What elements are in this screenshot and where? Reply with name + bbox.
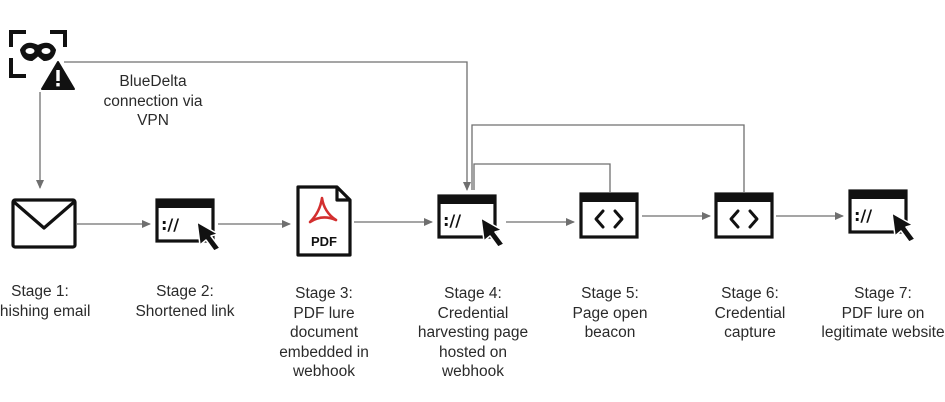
connectors [36, 61, 844, 228]
link-stage6-to-stage4 [471, 124, 745, 192]
stage-6-label: Stage 6: Credential capture [714, 285, 786, 341]
svg-text:://: :// [854, 206, 872, 225]
browser-link-cursor-icon: :// [848, 189, 916, 243]
pdf-icon-text: PDF [311, 234, 337, 249]
stage-7-label: Stage 7: PDF lure on legitimate website [821, 285, 945, 341]
actor-label: BlueDelta connection via VPN [103, 73, 203, 129]
stage-3-label: Stage 3: PDF lure document embedded in w… [279, 285, 369, 380]
svg-text:://: :// [161, 215, 179, 234]
browser-code-icon [714, 192, 774, 239]
browser-link-cursor-icon: :// [437, 194, 505, 248]
arrow-actor-to-stage4 [64, 61, 471, 191]
stage-5-label: Stage 5: Page open beacon [572, 285, 648, 341]
masked-actor-warning-icon [9, 30, 75, 90]
browser-code-icon [579, 192, 639, 239]
pdf-document-icon: PDF [296, 185, 352, 257]
link-stage5-to-stage4 [473, 163, 611, 192]
stage-4-label: Stage 4: Credential harvesting page host… [417, 285, 529, 380]
envelope-icon [11, 198, 77, 249]
browser-link-cursor-icon: :// [155, 198, 221, 252]
stage-1-label: Stage 1: Phishing email [0, 283, 91, 320]
stage-2-label: Stage 2: Shortened link [135, 283, 235, 320]
svg-text:://: :// [443, 211, 461, 230]
